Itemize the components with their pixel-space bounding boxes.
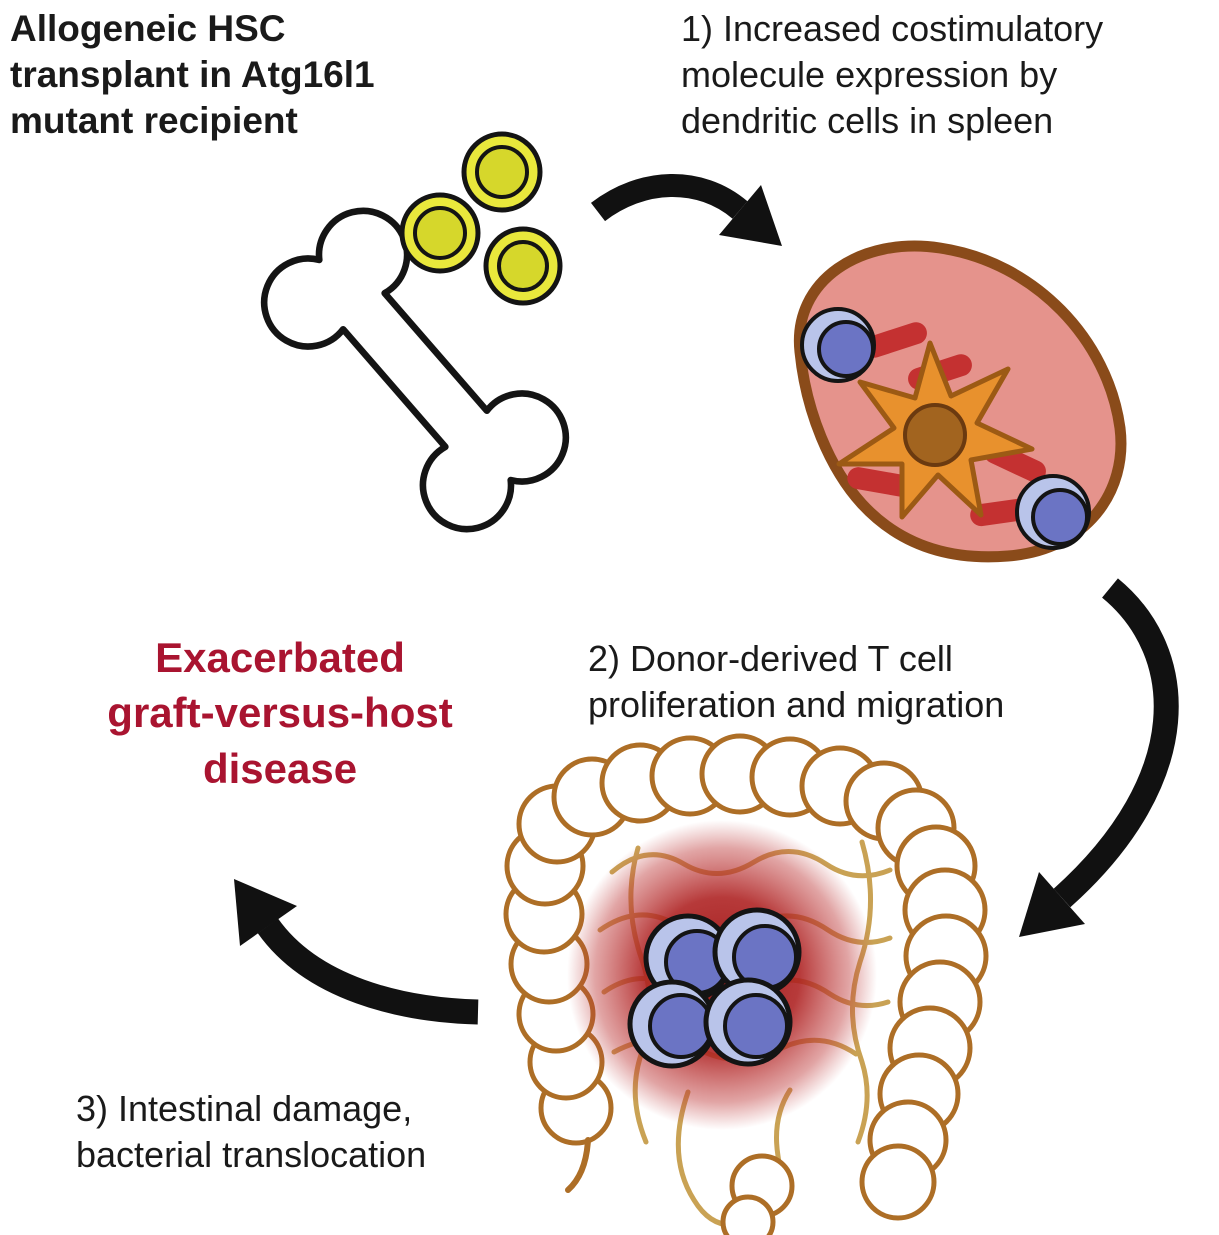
dendritic-cell-icon — [836, 340, 1035, 520]
hsc-cell-icon — [483, 226, 563, 306]
step2-label: 2) Donor-derived T cell proliferation an… — [588, 638, 1005, 726]
bone-icon — [260, 207, 570, 533]
hsc-cell-icon — [399, 192, 481, 274]
arrow-bone-to-spleen-icon — [590, 174, 782, 246]
outcome-label: Exacerbated graft-versus-host disease — [107, 634, 453, 792]
intestine-icon — [503, 733, 989, 1235]
hsc-cells-icon — [399, 131, 563, 306]
dendritic-nucleus — [903, 403, 967, 467]
hsc-cell-icon — [461, 131, 543, 213]
step3-label: 3) Intestinal damage, bacterial transloc… — [76, 1088, 427, 1176]
t-cell-icon — [1015, 474, 1091, 550]
transplant-label: Allogeneic HSC transplant in Atg16l1 mut… — [10, 8, 375, 141]
t-cell-icon — [703, 977, 793, 1067]
rectum-outline — [720, 1153, 795, 1235]
t-cell-cluster-icon — [627, 907, 802, 1069]
t-cell-icon — [800, 307, 876, 383]
t-cell-icon — [627, 979, 717, 1069]
arrow-spleen-to-intestine-icon — [1019, 578, 1179, 937]
arrow-intestine-to-outcome-icon — [234, 879, 479, 1025]
appendix-outline — [565, 1137, 591, 1193]
spleen-icon — [793, 240, 1127, 563]
step1-label: 1) Increased costimulatory molecule expr… — [681, 8, 1104, 142]
